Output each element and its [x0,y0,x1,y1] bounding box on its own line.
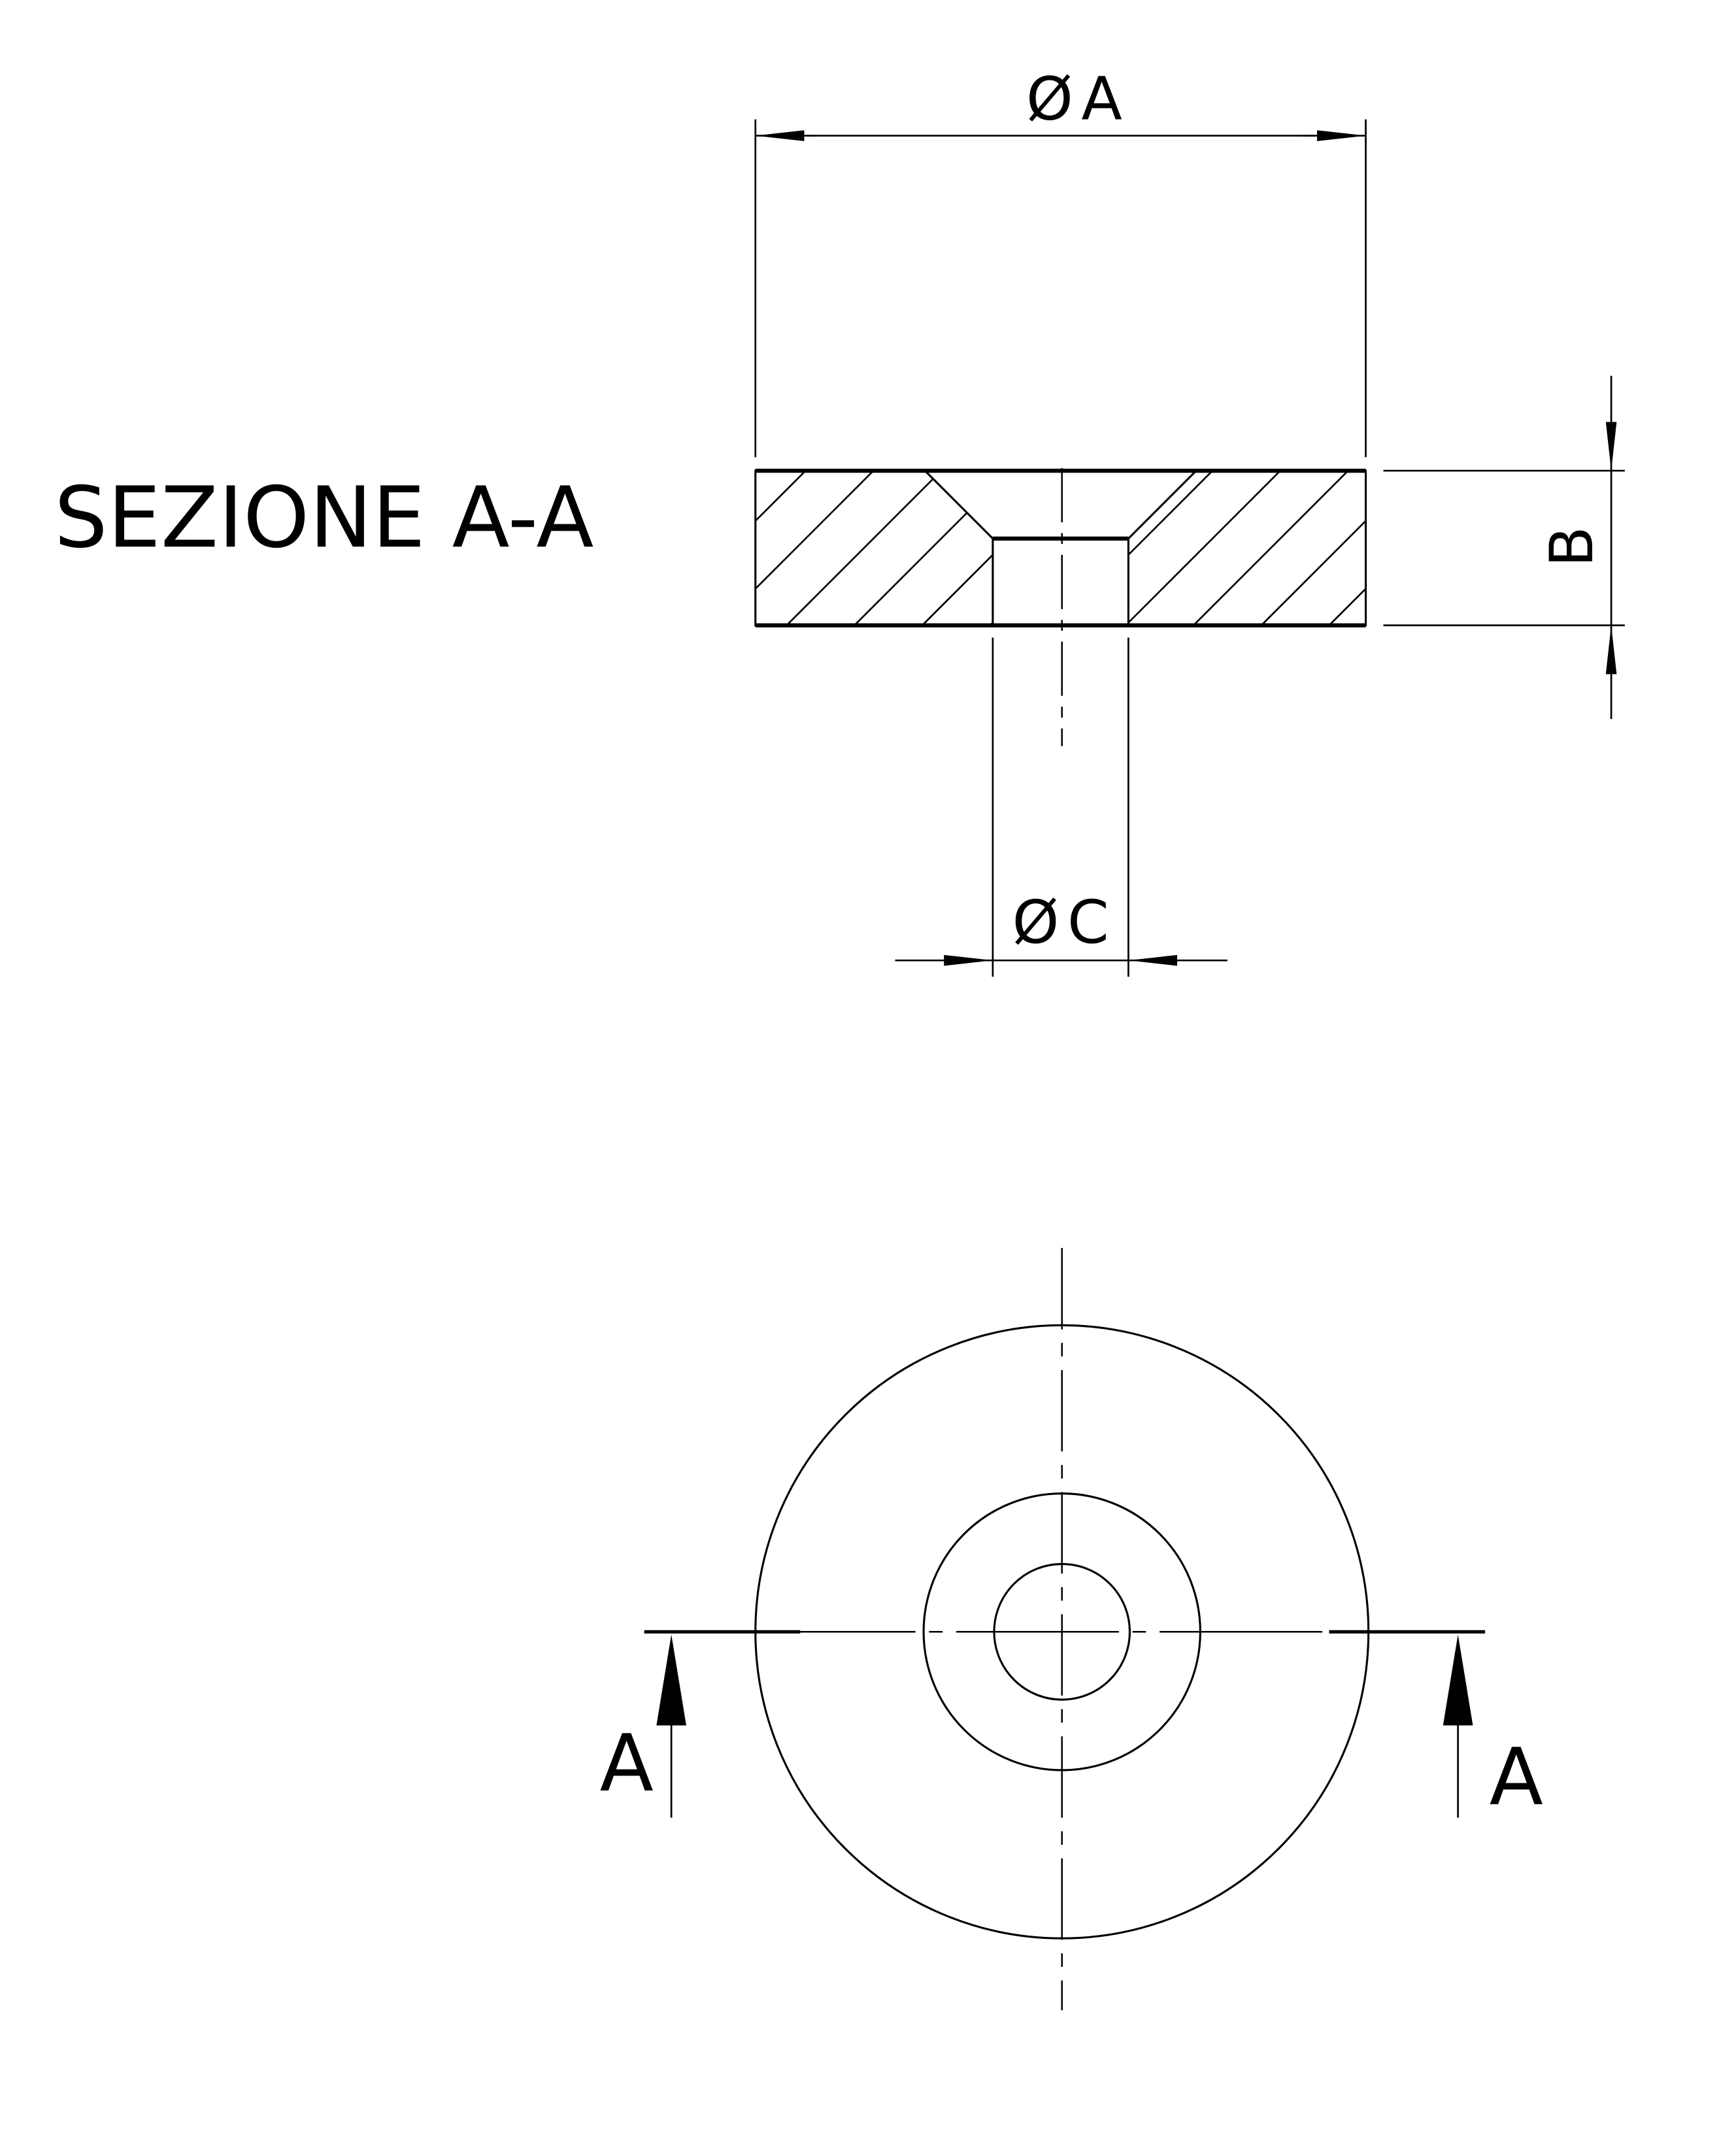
section-arrow-right-icon [1443,1634,1473,1726]
dimension-label-a: A [1081,64,1122,134]
hatch-line [989,471,1146,626]
section-outline [754,469,994,627]
hatching [583,471,1552,626]
hatch-line [922,471,1078,626]
section-arrow-left-icon [656,1634,686,1726]
dimension-hole-diameter [895,637,1227,977]
plan-view [644,1248,1486,2011]
diameter-symbol: Ø [1026,64,1073,134]
hatch-line [1057,471,1214,626]
section-marker-left: A [599,1718,653,1809]
hatch-line [1397,471,1552,626]
hatch-line [755,471,875,626]
hatch-line [786,471,943,626]
dimension-label-b: B [1537,526,1607,567]
section-view [583,467,1552,747]
hatch-line [583,471,738,626]
diameter-symbol: Ø [1012,887,1060,957]
dimension-thickness [1383,375,1625,719]
section-marker-right: A [1490,1732,1543,1823]
section-title: SEZIONE A-A [54,469,593,567]
hatch-line [1193,471,1349,626]
hatch-line [1125,471,1281,626]
section-outline-right [1127,469,1367,627]
hatch-line [1328,471,1366,626]
hatch-line [854,471,1010,626]
svg-text:ØC: ØC [1012,887,1109,957]
svg-text:ØA: ØA [1026,64,1122,134]
hatch-line [1260,471,1366,626]
dimension-label-c: C [1067,887,1109,957]
dimension-outer-diameter [754,119,1367,458]
hatch-line [755,471,807,626]
